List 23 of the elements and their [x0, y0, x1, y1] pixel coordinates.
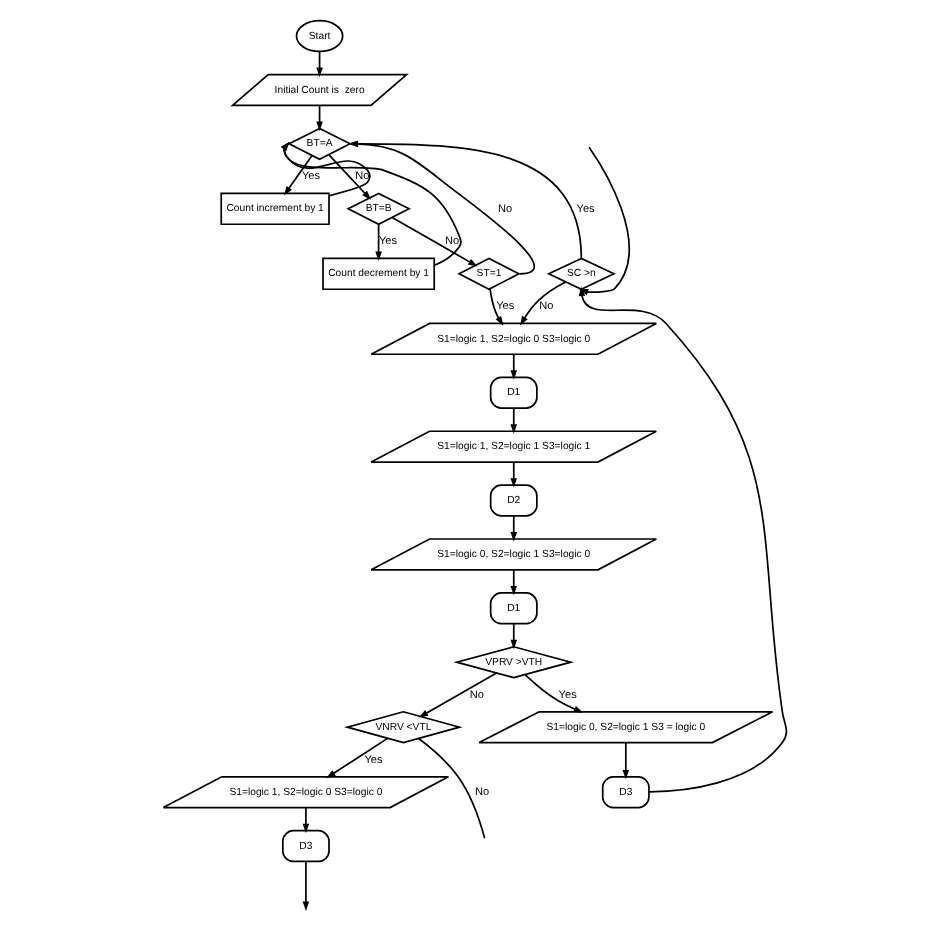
arrow	[374, 223, 381, 261]
arrow	[347, 140, 535, 275]
arrow	[509, 623, 517, 650]
arrow	[347, 140, 582, 260]
arrow	[417, 672, 497, 718]
arrow	[325, 737, 388, 779]
arrow	[509, 353, 517, 380]
arrow	[488, 287, 503, 326]
arrow	[509, 569, 517, 596]
arrow	[523, 673, 583, 713]
connector	[416, 737, 485, 840]
arrow	[279, 141, 370, 197]
arrow	[326, 153, 371, 200]
arrow	[509, 461, 517, 488]
arrow	[282, 154, 312, 196]
arrow	[519, 281, 566, 326]
arrow	[621, 741, 629, 780]
arrow	[301, 860, 309, 911]
arrow	[301, 807, 309, 834]
arrow	[390, 216, 477, 267]
arrow	[279, 141, 461, 267]
arrow	[509, 407, 517, 434]
arrow	[509, 515, 517, 542]
